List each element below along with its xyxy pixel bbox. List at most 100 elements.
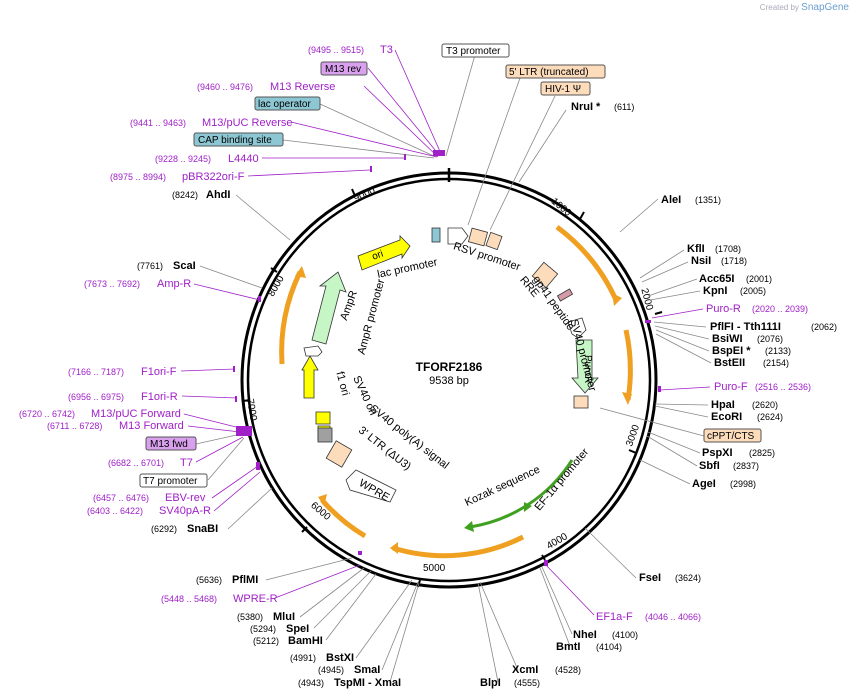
name-sv40pa-r: SV40pA-R (159, 505, 211, 517)
arc-puro-orf (555, 224, 619, 302)
pos-sbfi: (2837) (733, 461, 759, 471)
pos-agei: (2998) (730, 479, 756, 489)
label-ampr-promoter: AmpR promoter (356, 278, 388, 356)
marker-ebv (256, 462, 260, 470)
name-fsei: FseI (639, 572, 661, 584)
leader-agei (639, 459, 691, 485)
leader-kfli (639, 249, 685, 279)
pos-scai: (7761) (137, 261, 163, 271)
name-m13puc-rev: M13/pUC Reverse (202, 117, 292, 129)
leader-pflmi (265, 557, 353, 581)
feature-3ltr (325, 440, 353, 468)
feature-puror (571, 339, 599, 394)
name-t7-promoter: T7 promoter (143, 476, 198, 487)
feature-sv40-ori (315, 411, 331, 425)
leader-blpi (477, 582, 499, 683)
arrowhead-2 (622, 392, 632, 405)
box-m13-rev (320, 61, 368, 76)
box-cppt (703, 428, 762, 443)
range-m13-reverse: (9460 .. 9476) (197, 82, 253, 92)
leader-wpre-r (274, 564, 361, 599)
feature-cppt (573, 395, 589, 409)
leader-ebv-rev (211, 465, 259, 499)
name-ecori: EcoRI (711, 411, 742, 423)
leader-m13puc-fwd (183, 413, 241, 429)
feature-label-puror: PuroR (582, 355, 593, 383)
tick-label-7000: 7000 (244, 398, 259, 422)
leader-bmti (539, 567, 571, 647)
pos-bamhi: (5212) (253, 636, 279, 646)
outer-arc-arrowheads (295, 266, 632, 554)
box-t7-promoter (139, 473, 208, 488)
tick-4000 (541, 554, 546, 561)
leader-bstxi (355, 579, 413, 659)
leader-m13-reverse (363, 85, 439, 158)
tick-2000 (654, 311, 663, 315)
credit-label: Created by SnapGene (760, 2, 849, 13)
feature-ori (357, 235, 411, 271)
leader-nsii (641, 261, 689, 283)
name-snabi: SnaBI (187, 523, 218, 535)
name-pspxi: PspXI (702, 447, 733, 459)
feature-5ltr (467, 227, 489, 247)
feature-ampr-promoter (303, 345, 323, 357)
tick-label-6000: 6000 (308, 500, 332, 523)
box-lac-operator (254, 96, 321, 111)
marker-puro-r (645, 320, 651, 323)
name-f1ori-r: F1ori-R (141, 391, 178, 403)
name-pflmi: PflMI (232, 574, 258, 586)
leader-ef1a-f (544, 563, 595, 616)
pos-blpi: (4555) (514, 678, 540, 688)
name-t7: T7 (180, 457, 193, 469)
pos-spei: (5294) (250, 624, 276, 634)
marker-f1ori-r (235, 396, 237, 402)
label-sv40-ori: SV40 ori (350, 374, 379, 417)
site-labels: (9495 .. 9515) T3 T3 promoter M13 rev 5'… (19, 43, 837, 689)
arrowhead-green-2 (524, 502, 532, 512)
leader-pflfi (653, 321, 707, 328)
leader-scai (199, 265, 263, 289)
leader-mlui (299, 567, 365, 618)
arrowhead-green (464, 521, 474, 532)
pos-bstxi: (4991) (290, 653, 316, 663)
range-m13puc-rev: (9441 .. 9463) (130, 118, 186, 128)
name-hpai: HpaI (711, 399, 735, 411)
name-m13fwd-box: M13 fwd (150, 439, 188, 450)
name-m13-rev: M13 rev (325, 64, 361, 75)
range-ampr: (7673 .. 7692) (84, 279, 140, 289)
range-m13puc-fwd: (6720 .. 6742) (19, 409, 75, 419)
pos-mlui: (5380) (237, 612, 263, 622)
tick-1000 (579, 211, 585, 220)
marker-wpre-r (358, 551, 362, 555)
leader-f1ori-f (180, 368, 236, 372)
tick-8000 (270, 267, 278, 273)
pos-smai: (4945) (318, 665, 344, 675)
leader-m13fwd-box (195, 433, 242, 445)
label-ampr: AmpR (338, 289, 360, 322)
feature-lac-operator-block (431, 227, 441, 243)
leader-t7 (195, 436, 244, 463)
pos-bsteii: (2154) (763, 358, 789, 368)
name-blpi: BlpI (480, 677, 501, 689)
name-ampr: Amp-R (157, 278, 191, 290)
pos-kpni: (2005) (740, 286, 766, 296)
arc-puro-orf-2 (623, 329, 633, 401)
arrowhead-5 (295, 266, 306, 278)
leader-cppt (599, 407, 705, 437)
marker-top-cluster (433, 150, 445, 156)
pos-puro-f: (2516 .. 2536) (755, 382, 811, 392)
name-kfli: KflI (687, 243, 705, 255)
pos-pflmi: (5636) (196, 575, 222, 585)
leader-cap (282, 139, 435, 159)
pos-kfli: (1708) (715, 244, 741, 254)
backbone (240, 168, 658, 589)
leader-t3-promoter (445, 54, 476, 157)
name-spei: SpeI (286, 623, 309, 635)
leader-5ltr (467, 77, 521, 226)
feature-sv40-ori-gray (317, 427, 333, 443)
range-pbr322: (8975 .. 8994) (110, 172, 166, 182)
name-5ltr: 5' LTR (truncated) (509, 67, 589, 78)
name-m13-fwd: M13 Forward (119, 420, 184, 432)
pos-snabi: (6292) (151, 524, 177, 534)
tick-6000 (301, 526, 308, 533)
